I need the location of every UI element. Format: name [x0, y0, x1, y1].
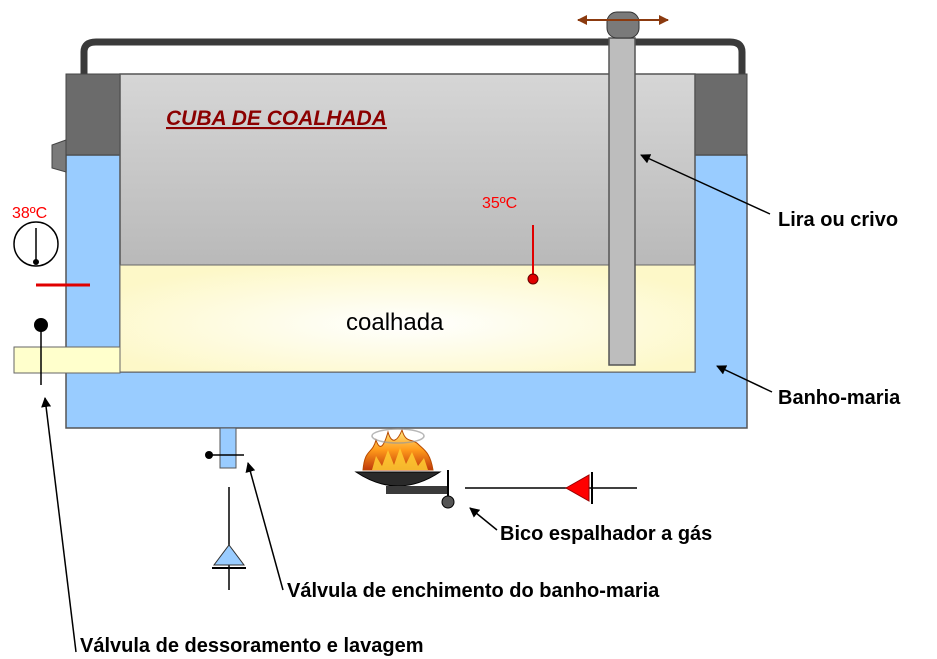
label-valvula-enchimento: Válvula de enchimento do banho-maria [287, 580, 660, 602]
rim-notch [51, 139, 67, 173]
vat-temperature: 35ºC [482, 195, 517, 212]
curd-layer [119, 264, 696, 373]
vat-probe-tip [527, 273, 539, 285]
fill-valve-knob [205, 451, 213, 459]
arrow-banho [716, 365, 773, 393]
label-lira: Lira ou crivo [778, 209, 898, 231]
right-rim [694, 73, 748, 156]
arrow-lira [640, 154, 771, 215]
arrow-bico [469, 507, 498, 531]
bath-temperature: 38ºC [12, 205, 47, 222]
fill-pipe [219, 427, 237, 469]
gas-valve-arrow [564, 474, 590, 502]
label-bico: Bico espalhador a gás [500, 523, 712, 545]
label-valvula-dessoramento: Válvula de dessoramento e lavagem [80, 635, 424, 657]
gas-burner [354, 428, 455, 509]
curd-label: coalhada [346, 309, 444, 336]
left-rim [65, 73, 121, 156]
arrow-dessoramento [41, 397, 77, 653]
label-banho: Banho-maria [778, 387, 901, 409]
thermometer-pivot [33, 259, 39, 265]
drain-valve-knob [34, 318, 48, 332]
lira-stirrer [608, 37, 636, 366]
diagram-title: CUBA DE COALHADA [166, 107, 387, 130]
lira-handle [606, 11, 640, 39]
arrow-enchimento [245, 462, 284, 591]
lid-handle [80, 38, 746, 74]
drain-pipe [13, 346, 121, 374]
water-inlet-arrow [213, 544, 245, 566]
